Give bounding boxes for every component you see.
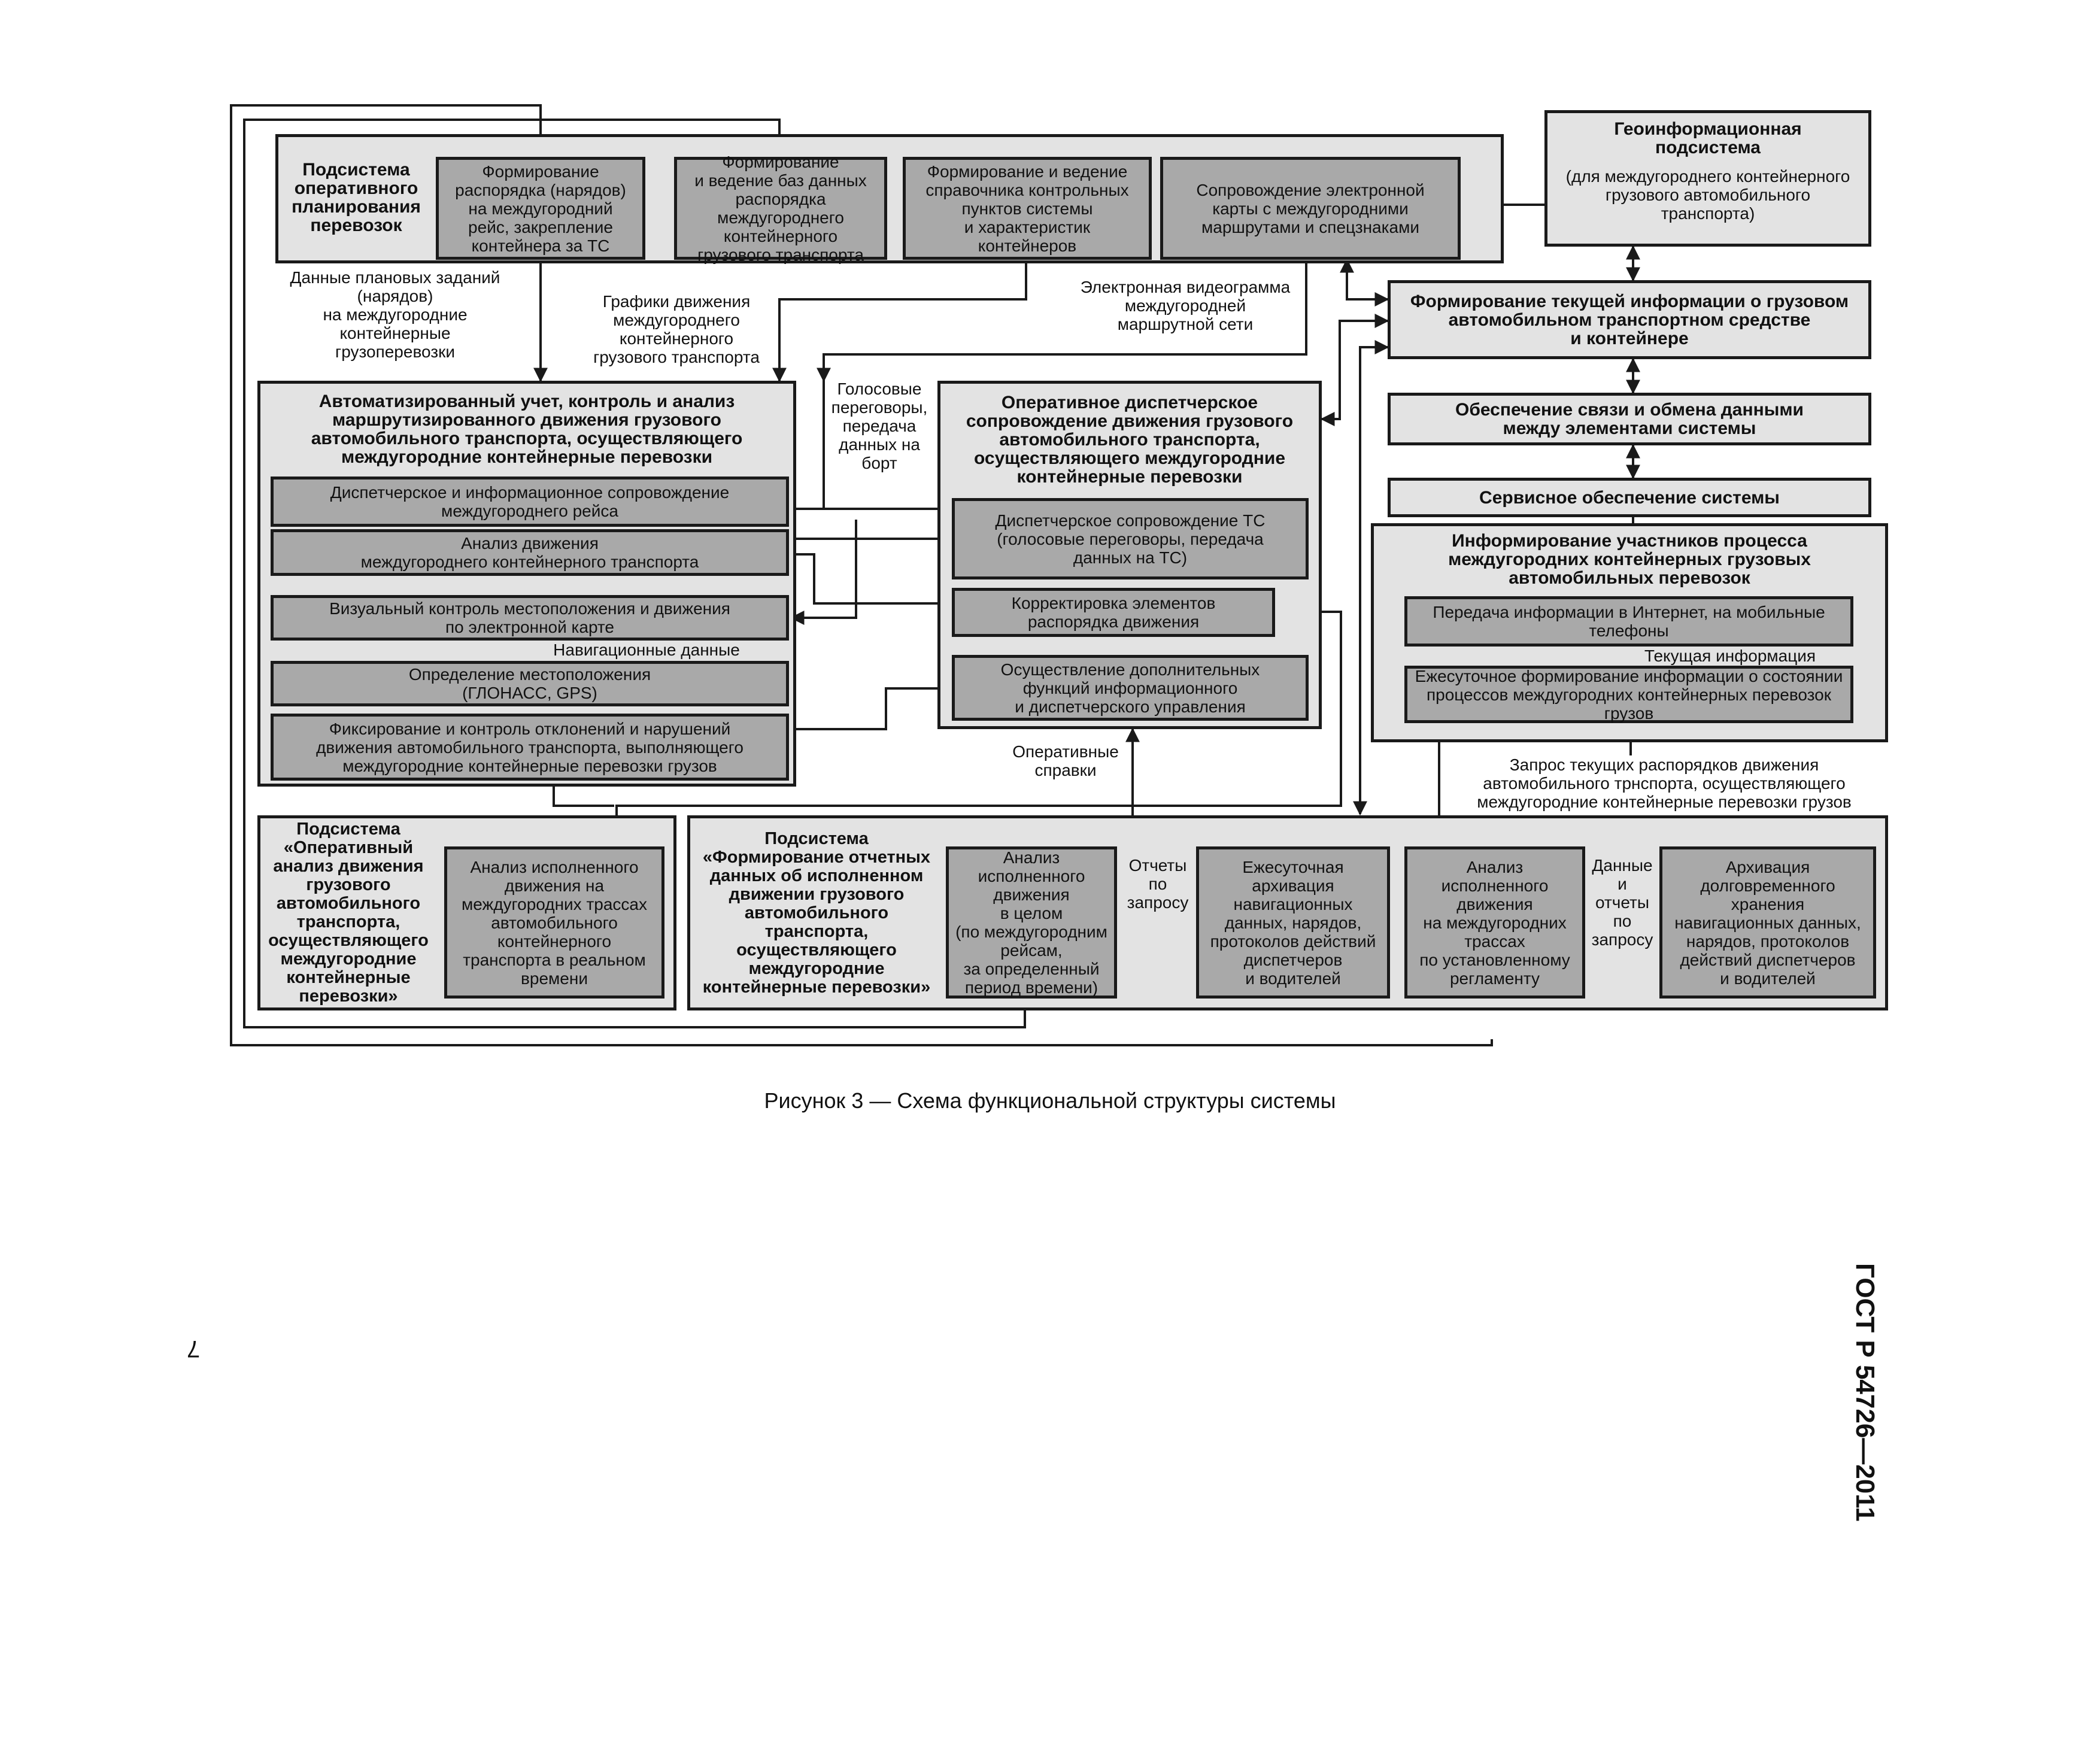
oa-title: Подсистема «Оперативный анализ движения … [268, 820, 429, 1006]
box-current-info: Формирование текущей информации о грузов… [1388, 280, 1871, 359]
box-analysis: Анализ движения междугороднего контейнер… [271, 529, 789, 576]
gis-title: Геоинформационная подсистема [1614, 119, 1802, 157]
loop-outer-left [230, 104, 1493, 1046]
gis-subsystem [1544, 110, 1871, 247]
box-extra: Осуществление дополнительных функций инф… [952, 655, 1309, 721]
box-correction: Корректировка элементов распорядка движе… [952, 588, 1275, 637]
box-oa-inner: Анализ исполненного движения на междугор… [444, 846, 664, 999]
box-violations: Фиксирование и контроль отклонений и нар… [271, 714, 789, 781]
label-reports-req: Отчеты по запросу [1127, 856, 1189, 912]
gis-subtitle: (для междугороднего контейнерного грузов… [1565, 166, 1850, 223]
standard-number: ГОСТ Р 54726—2011 [1850, 1263, 1880, 1522]
box-service: Сервисное обеспечение системы [1388, 478, 1871, 517]
box-rep-archive: Архивация долговременного хранения навиг… [1659, 846, 1876, 999]
auto-title: Автоматизированный учет, контроль и анал… [311, 392, 743, 467]
rep-title: Подсистема «Формирование отчетных данных… [702, 828, 931, 997]
arrow-schedules [772, 260, 1027, 383]
label-nav-data: Навигационные данные [553, 641, 740, 659]
label-videogram: Электронная видеограмма междугородней ма… [1080, 278, 1291, 333]
label-oper-refs: Оперативные справки [1012, 742, 1119, 779]
arrow-violations-extra [789, 681, 954, 730]
box-location: Определение местоположения (ГЛОНАСС, GPS… [271, 661, 789, 706]
box-internet: Передача информации в Интернет, на мобил… [1404, 596, 1853, 647]
box-checkpoints: Формирование и ведение справочника контр… [903, 157, 1152, 260]
box-rep-reg: Анализ исполненного движения на междугор… [1404, 846, 1585, 999]
box-visual: Визуальный контроль местоположения и дви… [271, 595, 789, 641]
box-dispatch-ts: Диспетчерское сопровождение ТС (голосовы… [952, 498, 1309, 579]
box-dispatch-info: Диспетчерское и информационное сопровожд… [271, 477, 789, 527]
label-data-reports: Данные и отчеты по запросу [1591, 856, 1653, 949]
label-voice: Голосовые переговоры, передача данных на… [831, 380, 928, 472]
label-current: Текущая информация [1644, 647, 1816, 665]
arrow-auto-oa [553, 787, 614, 807]
arrow-emap-current [1340, 258, 1389, 306]
arrow-request-current [1353, 340, 1389, 816]
box-databases: Формирование и ведение баз данных распор… [674, 153, 887, 264]
box-daily-state: Ежесуточное формирование информации о со… [1404, 666, 1853, 723]
box-rep-total: Анализ исполненного движения в целом (по… [946, 846, 1117, 999]
planning-subsystem-title: Подсистема оперативного планирования пер… [292, 160, 421, 235]
arrow-correction-visual [790, 520, 857, 625]
box-rep-daily: Ежесуточная архивация навигационных данн… [1196, 846, 1390, 999]
inform-title: Информирование участников процесса между… [1448, 530, 1811, 588]
label-request: Запрос текущих распорядков движения авто… [1477, 755, 1852, 811]
box-emap: Сопровождение электронной карты с междуг… [1160, 157, 1461, 260]
box-comms: Обеспечение связи и обмена данными между… [1388, 393, 1871, 445]
oper-title: Оперативное диспетчерское сопровождение … [966, 392, 1294, 487]
box-orders: Формирование распорядка (нарядов) на меж… [436, 157, 645, 260]
arrow-oper-current [1320, 314, 1389, 426]
arrow-analysis-correction [789, 553, 954, 611]
label-schedules: Графики движения междугороднего контейне… [593, 292, 760, 366]
loop-outer-right [243, 119, 1026, 1028]
page-number: 7 [187, 1336, 201, 1362]
label-plan-data: Данные плановых заданий (нарядов) на меж… [290, 268, 500, 361]
figure-caption: Рисунок 3 — Схема функциональной структу… [764, 1088, 1336, 1113]
